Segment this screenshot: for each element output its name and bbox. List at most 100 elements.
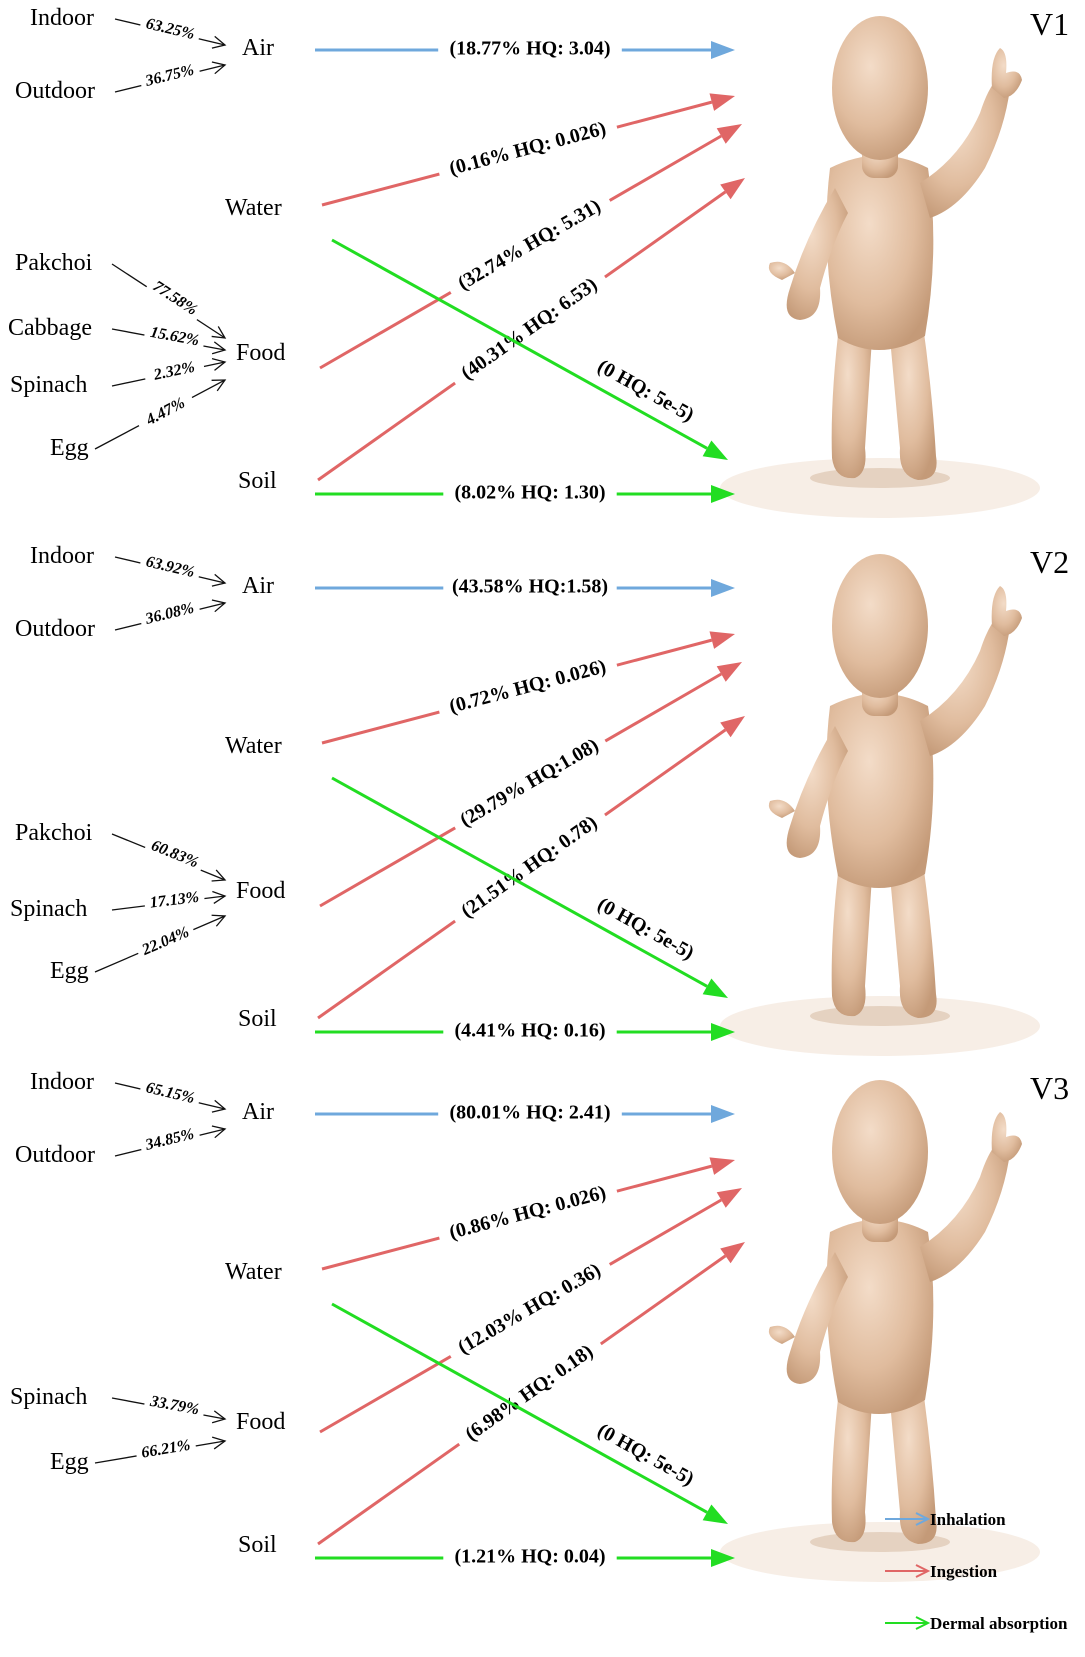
food-source-pct-group: 22.04%: [134, 920, 196, 960]
water-dermal-label-group: (0 HQ: 5e-5): [588, 349, 706, 428]
water-dermal-label-group: (0 HQ: 5e-5): [588, 887, 706, 966]
air-source-pct-group: 34.85%: [138, 1123, 201, 1155]
air-source-pct: 65.15%: [144, 1079, 196, 1107]
food-source-pct: 2.32%: [151, 359, 196, 384]
food-source-egg: Egg: [50, 435, 89, 461]
food-source-pct-group: 2.32%: [143, 355, 206, 385]
food-source-pakchoi: Pakchoi: [15, 250, 93, 276]
air-source-pct-group: 65.15%: [139, 1077, 202, 1107]
air-source-pct: 36.08%: [143, 600, 196, 629]
node-water: Water: [225, 195, 282, 221]
food-source-pct-group: 33.79%: [143, 1391, 206, 1419]
node-water: Water: [225, 1259, 282, 1285]
human-figure: [720, 1080, 1040, 1582]
panel-title: V2: [1030, 544, 1069, 580]
soil-dermal-label: (8.02% HQ: 1.30): [454, 482, 605, 504]
food-source-pct-group: 4.47%: [134, 389, 196, 432]
food-source-pct: 4.47%: [142, 395, 187, 430]
air-flow-label: (43.58% HQ:1.58): [452, 576, 608, 598]
air-source-pct-group: 63.25%: [139, 13, 202, 43]
air-source-indoor: Indoor: [30, 543, 94, 569]
food-source-pct: 60.83%: [149, 837, 201, 871]
food-source-cabbage: Cabbage: [8, 315, 92, 341]
panel-title: V1: [1030, 6, 1069, 42]
food-source-pct-group: 66.21%: [134, 1435, 197, 1462]
food-source-egg: Egg: [50, 958, 89, 984]
food-source-spinach: Spinach: [10, 1384, 87, 1410]
water-dermal-arrow: [331, 238, 728, 460]
legend-inhalation: Inhalation: [930, 1510, 1006, 1529]
water-ingestion-label: (0.72% HQ: 0.026): [447, 655, 608, 717]
water-ingestion-label-group: (0.72% HQ: 0.026): [435, 650, 619, 719]
legend-dermal: Dermal absorption: [930, 1614, 1068, 1633]
node-food: Food: [236, 1409, 285, 1435]
food-source-pct: 22.04%: [139, 924, 192, 960]
food-source-pct: 15.62%: [149, 324, 201, 350]
node-food: Food: [236, 878, 285, 904]
food-source-spinach: Spinach: [10, 896, 87, 922]
water-dermal-arrow: [331, 1302, 728, 1524]
node-soil: Soil: [238, 1532, 277, 1558]
soil-ingestion-label: (21.51% HQ: 0.78): [457, 811, 601, 922]
node-soil: Soil: [238, 1006, 277, 1032]
node-air: Air: [242, 1099, 274, 1125]
water-ingestion-label-group: (0.16% HQ: 0.026): [435, 112, 619, 181]
food-source-pct: 33.79%: [148, 1393, 201, 1419]
soil-ingestion-label: (40.31% HQ: 6.53): [457, 273, 601, 384]
air-source-indoor: Indoor: [30, 5, 94, 31]
air-flow-label: (18.77% HQ: 3.04): [449, 38, 610, 60]
air-source-indoor: Indoor: [30, 1069, 94, 1095]
node-water: Water: [225, 733, 282, 759]
air-source-pct-group: 63.92%: [139, 551, 202, 581]
air-source-pct-group: 36.75%: [138, 59, 201, 91]
air-source-outdoor: Outdoor: [15, 1142, 95, 1168]
node-air: Air: [242, 35, 274, 61]
food-source-pct: 17.13%: [149, 889, 200, 912]
air-flow-label: (80.01% HQ: 2.41): [449, 1102, 610, 1124]
air-source-pct: 34.85%: [143, 1126, 196, 1155]
air-flow-label-group: (43.58% HQ:1.58): [443, 573, 617, 598]
air-flow-label-group: (18.77% HQ: 3.04): [438, 35, 622, 60]
soil-dermal-label: (4.41% HQ: 0.16): [454, 1020, 605, 1042]
food-source-pct: 77.58%: [150, 278, 201, 319]
soil-ingestion-label: (6.98% HQ: 0.18): [461, 1340, 597, 1445]
food-source-pct: 66.21%: [140, 1437, 191, 1462]
water-dermal-label-group: (0 HQ: 5e-5): [588, 1413, 706, 1492]
human-figure: [720, 16, 1040, 518]
soil-dermal-label: (1.21% HQ: 0.04): [454, 1546, 605, 1568]
food-source-spinach: Spinach: [10, 372, 87, 398]
legend-ingestion: Ingestion: [930, 1562, 998, 1581]
human-figure: [720, 554, 1040, 1056]
node-food: Food: [236, 340, 285, 366]
node-soil: Soil: [238, 468, 277, 494]
node-air: Air: [242, 573, 274, 599]
air-source-pct: 36.75%: [143, 62, 196, 91]
food-source-egg: Egg: [50, 1449, 89, 1475]
air-source-pct-group: 36.08%: [138, 597, 201, 629]
food-source-pct-group: 15.62%: [143, 322, 206, 350]
soil-dermal-label-group: (1.21% HQ: 0.04): [443, 1543, 617, 1568]
air-source-outdoor: Outdoor: [15, 616, 95, 642]
water-ingestion-label-group: (0.86% HQ: 0.026): [435, 1176, 619, 1245]
water-ingestion-label: (0.16% HQ: 0.026): [447, 117, 608, 179]
water-dermal-arrow: [331, 776, 728, 998]
panel-title: V3: [1030, 1070, 1069, 1106]
food-source-pct-group: 17.13%: [143, 887, 206, 912]
air-flow-label-group: (80.01% HQ: 2.41): [438, 1099, 622, 1124]
food-source-pct-group: 60.83%: [144, 834, 207, 872]
food-source-pakchoi: Pakchoi: [15, 820, 93, 846]
water-ingestion-label: (0.86% HQ: 0.026): [447, 1181, 608, 1243]
legend-inhalation-arrow: [885, 1512, 931, 1526]
air-source-outdoor: Outdoor: [15, 78, 95, 104]
food-source-pct-group: 77.58%: [146, 274, 206, 321]
air-source-pct: 63.92%: [144, 553, 196, 581]
soil-dermal-label-group: (4.41% HQ: 0.16): [443, 1017, 617, 1042]
air-source-pct: 63.25%: [144, 15, 196, 43]
legend-ingestion-arrow: [885, 1564, 931, 1578]
